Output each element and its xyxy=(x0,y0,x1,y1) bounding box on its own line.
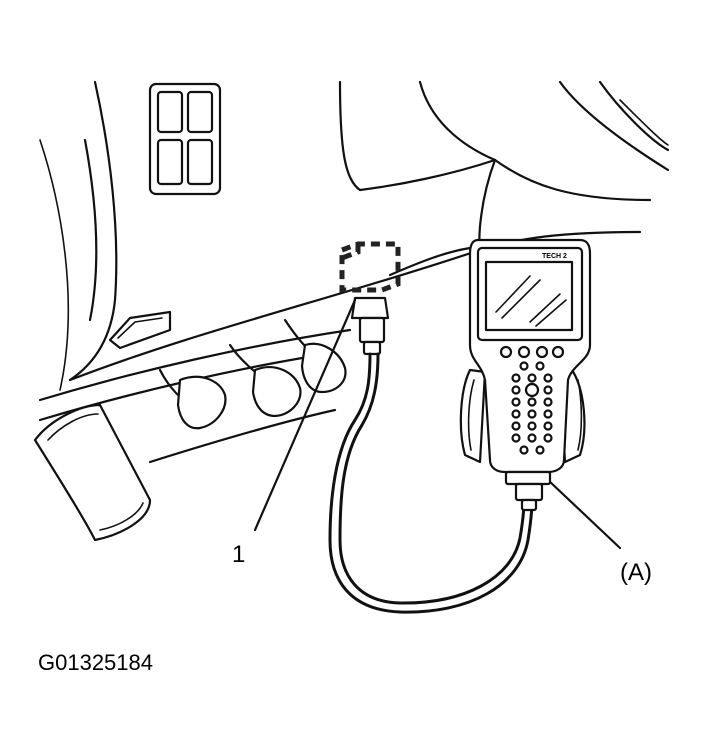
keypad xyxy=(511,361,553,455)
air-vent xyxy=(148,82,222,196)
leader-lines xyxy=(253,298,622,550)
callout-1-label: 1 xyxy=(232,541,245,568)
scan-tool-tech2 xyxy=(459,238,592,512)
dashboard-panel xyxy=(39,80,670,391)
device-brand-label: TECH 2 xyxy=(542,253,567,260)
scan-tool-cable xyxy=(328,352,534,614)
figure-id-label: G01325184 xyxy=(38,650,153,675)
dlc-plug xyxy=(350,296,390,356)
dlc-connector-location xyxy=(339,241,401,293)
pedal-area xyxy=(33,310,352,542)
callout-a-label: (A) xyxy=(620,559,652,586)
